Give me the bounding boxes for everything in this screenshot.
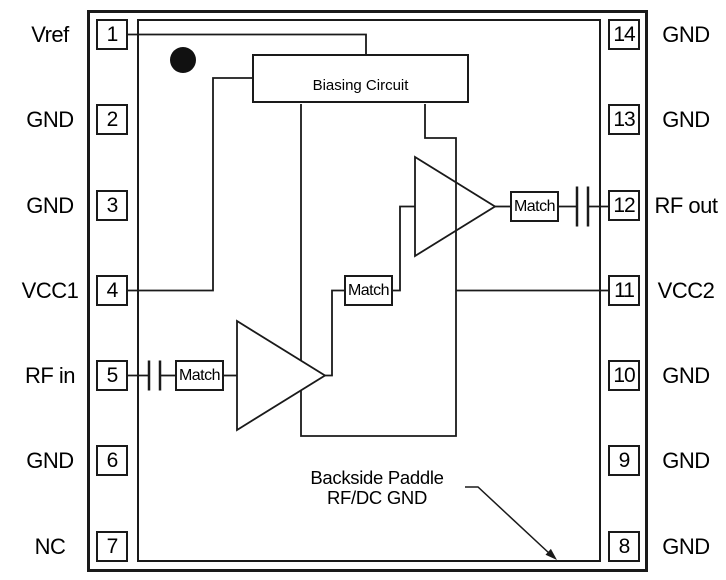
pin-box-9: 9 (608, 445, 640, 476)
pin-number-7: 7 (106, 534, 119, 558)
pin-box-11: 11 (608, 275, 640, 306)
pin-number-14: 14 (613, 22, 635, 46)
biasing-circuit-label: Biasing Circuit (312, 77, 409, 94)
pin-label-rfin: RF in (24, 362, 76, 388)
wire-biasing-amp2-return (300, 104, 457, 437)
annotation-line1: Backside Paddle (310, 467, 444, 488)
pin-box-7: 7 (96, 531, 128, 562)
pin1-indicator-dot (170, 47, 196, 73)
pin-box-1: 1 (96, 19, 128, 50)
pin-box-6: 6 (96, 445, 128, 476)
output-match-label: Match (513, 197, 556, 215)
pin-box-10: 10 (608, 360, 640, 391)
interstage-match-label: Match (347, 281, 390, 299)
pin-box-3: 3 (96, 190, 128, 221)
input-match-label: Match (178, 366, 221, 384)
pin-box-12: 12 (608, 190, 640, 221)
pin-box-13: 13 (608, 104, 640, 135)
leader-arrowhead (545, 548, 557, 560)
pin-number-4: 4 (106, 278, 119, 302)
amplifier-stage1 (236, 319, 327, 432)
wire-vcc1-to-biasing (128, 77, 253, 292)
pin-label-vcc1: VCC1 (21, 277, 79, 303)
pin-number-3: 3 (106, 193, 119, 217)
pin-label-nc: NC (34, 533, 66, 559)
pin-box-8: 8 (608, 531, 640, 562)
pin-label-vcc2: VCC2 (657, 277, 715, 303)
pin-label-gnd-8: GND (662, 533, 710, 559)
pin-label-gnd-13: GND (662, 106, 710, 132)
wire-match2-to-amp2 (393, 205, 415, 292)
output-match-block: Match (510, 191, 559, 222)
amplifier-stage2 (414, 155, 497, 258)
pin-number-13: 13 (613, 107, 635, 131)
pin-number-9: 9 (618, 448, 631, 472)
die-outline (137, 19, 601, 562)
pin-label-gnd-14: GND (662, 21, 710, 47)
interstage-match-block: Match (344, 275, 393, 306)
package-outline (87, 10, 648, 572)
pin-label-gnd-6: GND (26, 447, 74, 473)
pin-box-5: 5 (96, 360, 128, 391)
wire-vref-to-biasing (128, 33, 367, 55)
annotation-line2: RF/DC GND (326, 487, 428, 508)
pin-label-gnd-3: GND (26, 192, 74, 218)
pin-label-rfout: RF out (654, 192, 718, 218)
pin-box-4: 4 (96, 275, 128, 306)
pin-number-10: 10 (613, 363, 635, 387)
input-match-block: Match (175, 360, 224, 391)
pin-number-8: 8 (618, 534, 631, 558)
pin-box-14: 14 (608, 19, 640, 50)
pin-number-6: 6 (106, 448, 119, 472)
pin-label-gnd-9: GND (662, 447, 710, 473)
pin-number-5: 5 (106, 363, 119, 387)
pin-label-gnd-2: GND (26, 106, 74, 132)
pin-number-12: 12 (613, 193, 635, 217)
backside-paddle-annotation: Backside Paddle RF/DC GND (282, 468, 472, 508)
biasing-circuit-block: Biasing Circuit (252, 54, 469, 103)
pin-number-1: 1 (106, 22, 119, 46)
annotation-leader-line (465, 486, 551, 555)
pin-box-2: 2 (96, 104, 128, 135)
pin-label-vref: Vref (31, 21, 69, 47)
pin-number-2: 2 (106, 107, 119, 131)
pin-number-11: 11 (614, 278, 635, 302)
pin-label-gnd-10: GND (662, 362, 710, 388)
wire-amp1-to-match2 (325, 289, 344, 377)
